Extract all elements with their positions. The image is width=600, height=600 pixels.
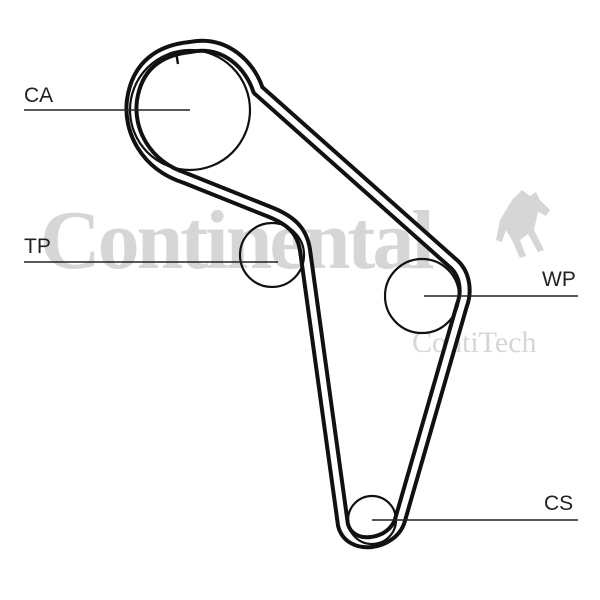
continental-watermark: Continental ContiTech [40, 190, 550, 359]
horse-logo-icon [496, 190, 550, 258]
tensioner-pulley [238, 221, 306, 289]
timing-mark-icon [174, 51, 180, 65]
watermark-brand: Continental [40, 194, 433, 287]
label-ca: CA [24, 84, 53, 107]
label-tp: TP [24, 235, 51, 258]
label-wp: WP [542, 268, 576, 291]
timing-belt-inner [128, 42, 468, 546]
label-cs: CS [544, 492, 573, 515]
